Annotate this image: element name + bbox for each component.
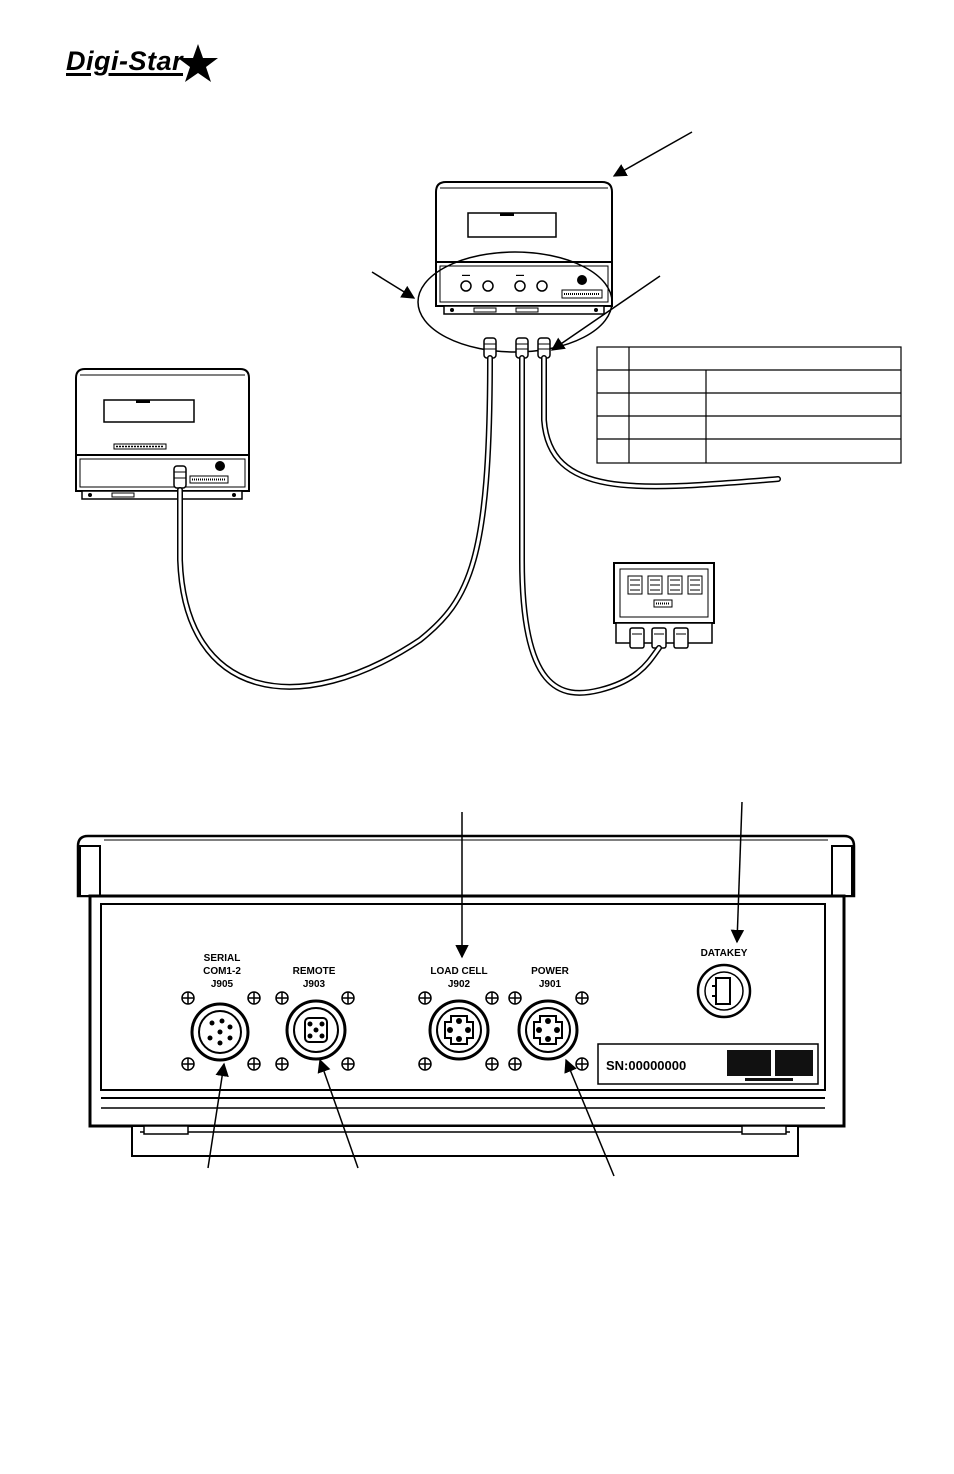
label-load-cell-code: J902 bbox=[448, 979, 471, 990]
svg-text:▬▬: ▬▬ bbox=[462, 272, 470, 277]
label-remote-code: J903 bbox=[303, 979, 326, 990]
label-datakey: DATAKEY bbox=[701, 948, 748, 959]
callout-arrow-power bbox=[564, 1058, 615, 1177]
load-cell-junction-box bbox=[613, 562, 715, 649]
star-icon bbox=[178, 44, 218, 82]
callout-arrow-datakey bbox=[730, 801, 745, 944]
enlarged-rear-panel: SERIAL COM1-2 J905 REMOTE J903 LOAD CELL… bbox=[76, 834, 856, 1157]
callout-arrow-indicator bbox=[612, 131, 693, 177]
port-load-cell-j902 bbox=[428, 999, 490, 1061]
cables bbox=[177, 355, 781, 696]
remote-display bbox=[75, 368, 250, 500]
svg-text:▬▬: ▬▬ bbox=[516, 272, 524, 277]
port-power-j901 bbox=[517, 999, 579, 1061]
callout-arrow-power-cable bbox=[550, 275, 661, 351]
serial-number: SN:00000000 bbox=[606, 1058, 686, 1073]
label-serial-com: COM1-2 bbox=[203, 966, 241, 977]
callout-arrow-panel bbox=[371, 271, 416, 299]
label-serial: SERIAL bbox=[204, 953, 241, 964]
port-remote-j903 bbox=[285, 999, 347, 1061]
callout-arrow-serial bbox=[207, 1062, 229, 1169]
logo-text: Digi-Star bbox=[66, 46, 184, 76]
label-load-cell: LOAD CELL bbox=[430, 966, 487, 977]
label-power: POWER bbox=[531, 966, 570, 977]
serial-number-plate: SN:00000000 bbox=[597, 1043, 819, 1085]
main-indicator: ▬▬ ▬▬ bbox=[417, 181, 613, 359]
datakey-receptacle bbox=[696, 963, 752, 1019]
label-remote: REMOTE bbox=[293, 966, 336, 977]
label-power-code: J901 bbox=[539, 979, 562, 990]
wiring-table bbox=[596, 346, 902, 464]
port-serial-j905 bbox=[190, 1002, 250, 1062]
callout-arrow-remote bbox=[317, 1058, 359, 1169]
label-serial-code: J905 bbox=[211, 979, 234, 990]
digi-star-logo: Digi-Star bbox=[66, 44, 226, 84]
